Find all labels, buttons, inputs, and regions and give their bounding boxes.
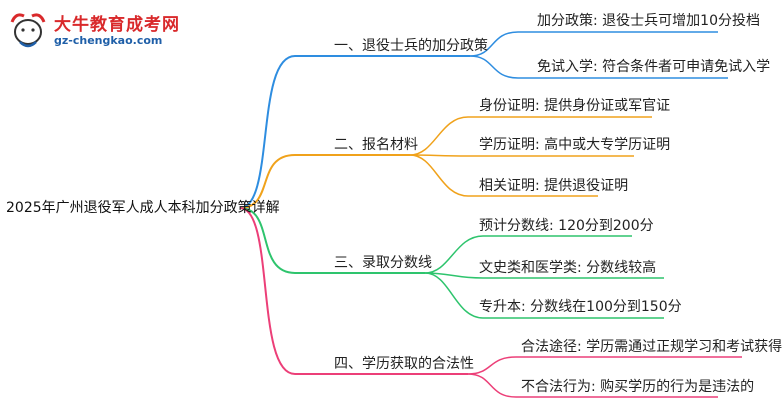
branch-4-connector <box>239 207 468 375</box>
mindmap-links <box>239 31 742 398</box>
leaf-1-1-connector <box>469 31 718 57</box>
leaf-2-2-connector <box>409 154 634 157</box>
leaf-3-2-connector <box>424 272 664 279</box>
site-logo: 大牛教育成考网 gz-chengkao.com <box>6 8 179 56</box>
branch-2-connector <box>239 154 410 209</box>
leaf-1-1: 加分政策: 退役士兵可增加10分投档 <box>537 13 760 29</box>
leaf-4-1: 合法途径: 学历需通过正规学习和考试获得 <box>521 339 782 355</box>
branch-4-label: 四、学历获取的合法性 <box>334 356 474 372</box>
branch-1-label: 一、退役士兵的加分政策 <box>334 38 488 54</box>
leaf-2-2: 学历证明: 高中或大专学历证明 <box>479 137 671 153</box>
leaf-3-3: 专升本: 分数线在100分到150分 <box>479 299 682 315</box>
branch-2-label: 二、报名材料 <box>334 137 418 153</box>
leaf-2-1: 身份证明: 提供身份证或军官证 <box>479 98 671 114</box>
leaf-1-2: 免试入学: 符合条件者可申请免试入学 <box>537 59 771 75</box>
leaf-2-3: 相关证明: 提供退役证明 <box>479 178 629 194</box>
branch-1-connector <box>239 55 470 209</box>
leaf-3-1-connector <box>424 235 632 274</box>
leaf-4-1-connector <box>467 356 742 375</box>
leaf-2-1-connector <box>409 116 652 156</box>
leaf-4-2-connector <box>467 373 718 398</box>
leaf-3-2: 文史类和医学类: 分数线较高 <box>479 260 657 276</box>
branch-3-label: 三、录取分数线 <box>334 255 432 271</box>
leaf-3-1: 预计分数线: 120分到200分 <box>479 218 654 234</box>
mindmap-root: 2025年广州退役军人成人本科加分政策详解 <box>6 200 280 216</box>
leaf-2-3-connector <box>409 154 598 197</box>
leaf-3-3-connector <box>424 272 664 319</box>
branch-3-connector <box>239 207 425 274</box>
leaf-4-2: 不合法行为: 购买学历的行为是违法的 <box>521 379 755 395</box>
bull-logo-icon <box>10 13 46 48</box>
logo-title: 大牛教育成考网 <box>54 15 180 35</box>
leaf-1-2-connector <box>469 55 728 79</box>
logo-url: gz-chengkao.com <box>54 34 163 47</box>
